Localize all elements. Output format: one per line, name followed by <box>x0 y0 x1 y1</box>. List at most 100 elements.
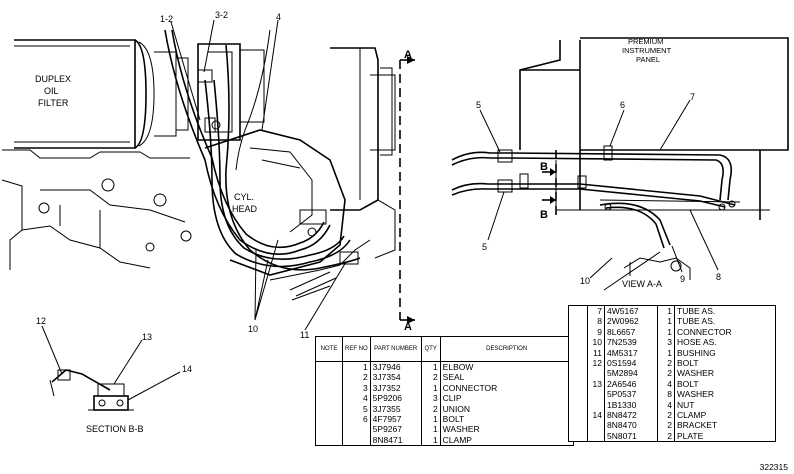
cell-part: 5P9206 <box>370 393 422 404</box>
cell-ref: 1 <box>342 361 371 373</box>
cell-note <box>316 393 343 404</box>
cell-qty: 2 <box>657 420 675 431</box>
cell-part: 8L6657 <box>604 326 658 338</box>
cell-qty: 3 <box>657 337 675 348</box>
cell-part: 5N8071 <box>604 430 658 442</box>
cell-note <box>569 389 588 400</box>
cell-desc: TUBE AS. <box>677 316 716 327</box>
section-a-bottom: A <box>404 321 412 333</box>
cell-ref: 5 <box>342 403 371 415</box>
cell-note <box>569 326 588 338</box>
cell-part: 2A6546 <box>604 378 658 390</box>
cell-ref: 2 <box>342 372 371 383</box>
cell-part: 0S1594 <box>604 358 658 369</box>
cell-ref: 11 <box>587 347 605 359</box>
cell-note <box>569 358 588 369</box>
cell-desc: WASHER <box>677 368 714 379</box>
callout-12: 12 <box>36 316 46 326</box>
cell-ref: 12 <box>587 358 605 369</box>
cell-desc: PLATE <box>677 430 704 441</box>
cell-qty: 1 <box>421 434 441 446</box>
cell-ref <box>587 420 605 431</box>
label-instrument: INSTRUMENT <box>622 46 672 55</box>
cell-part: 5P0537 <box>604 389 658 400</box>
cell-ref <box>587 368 605 379</box>
cell-qty: 2 <box>657 368 675 379</box>
cell-ref <box>342 424 371 435</box>
callout-13: 13 <box>142 332 152 342</box>
cell-note <box>569 347 588 359</box>
callout-8: 8 <box>716 272 721 282</box>
cell-qty: 1 <box>421 382 441 394</box>
section-a-top: A <box>404 49 412 61</box>
cell-note <box>569 378 588 390</box>
cell-note <box>569 430 588 442</box>
cell-note <box>569 306 588 317</box>
section-b-top: B <box>540 161 548 173</box>
cell-ref: 8 <box>587 316 605 327</box>
cell-part: 3J7355 <box>370 403 422 415</box>
parts-table-left: NOTE REF NO PART NUMBER QTY DESCRIPTION … <box>315 336 574 447</box>
cell-part: 4W5167 <box>604 306 658 317</box>
engine-main-view <box>1 29 415 324</box>
cell-qty: 8 <box>657 389 675 400</box>
callout-10b: 10 <box>248 324 258 334</box>
cell-qty: 1 <box>657 347 675 359</box>
label-oil: OIL <box>44 86 59 96</box>
callout-10a: 10 <box>580 276 590 286</box>
drawing-number: 322315 <box>759 462 788 472</box>
label-premium: PREMIUM <box>628 37 663 46</box>
cell-part: 8N8470 <box>604 420 658 431</box>
cell-part: 3J7946 <box>370 361 422 373</box>
callout-7: 7 <box>690 92 695 102</box>
cell-qty: 4 <box>657 378 675 390</box>
cell-ref <box>587 430 605 442</box>
cell-ref: 6 <box>342 414 371 425</box>
cell-qty: 2 <box>421 403 441 415</box>
label-section-bb: SECTION B-B <box>86 424 144 434</box>
cell-desc: ELBOW <box>442 362 474 372</box>
cell-note <box>316 361 343 373</box>
cell-qty: 4 <box>657 399 675 411</box>
col-note: NOTE <box>316 337 343 362</box>
cell-desc: UNION <box>442 403 471 414</box>
cell-qty: 1 <box>421 361 441 373</box>
cell-part: 1B1330 <box>604 399 658 411</box>
label-head: HEAD <box>232 204 258 214</box>
cell-desc: BOLT <box>442 414 465 425</box>
leader-lines-view-aa <box>479 99 719 291</box>
cell-qty: 2 <box>657 358 675 369</box>
cell-note <box>316 424 343 435</box>
cell-desc: CLIP <box>442 393 462 404</box>
cell-ref: 7 <box>587 306 605 317</box>
cell-ref: 3 <box>342 382 371 394</box>
text-labels: DUPLEX OIL FILTER CYL. HEAD PREMIUM INST… <box>35 10 721 434</box>
cell-note <box>569 399 588 411</box>
cell-ref <box>587 399 605 411</box>
cell-note <box>569 368 588 379</box>
label-duplex: DUPLEX <box>35 74 71 84</box>
col-qty: QTY <box>421 337 441 362</box>
callout-4: 4 <box>276 12 281 22</box>
cell-part: 2W0962 <box>604 316 658 327</box>
cell-part: 5P9267 <box>370 424 422 435</box>
cell-qty: 3 <box>421 393 441 404</box>
cell-part: 3J7354 <box>370 372 422 383</box>
callout-11: 11 <box>300 330 309 340</box>
cell-part: 4M5317 <box>604 347 658 359</box>
cell-note <box>316 434 343 446</box>
